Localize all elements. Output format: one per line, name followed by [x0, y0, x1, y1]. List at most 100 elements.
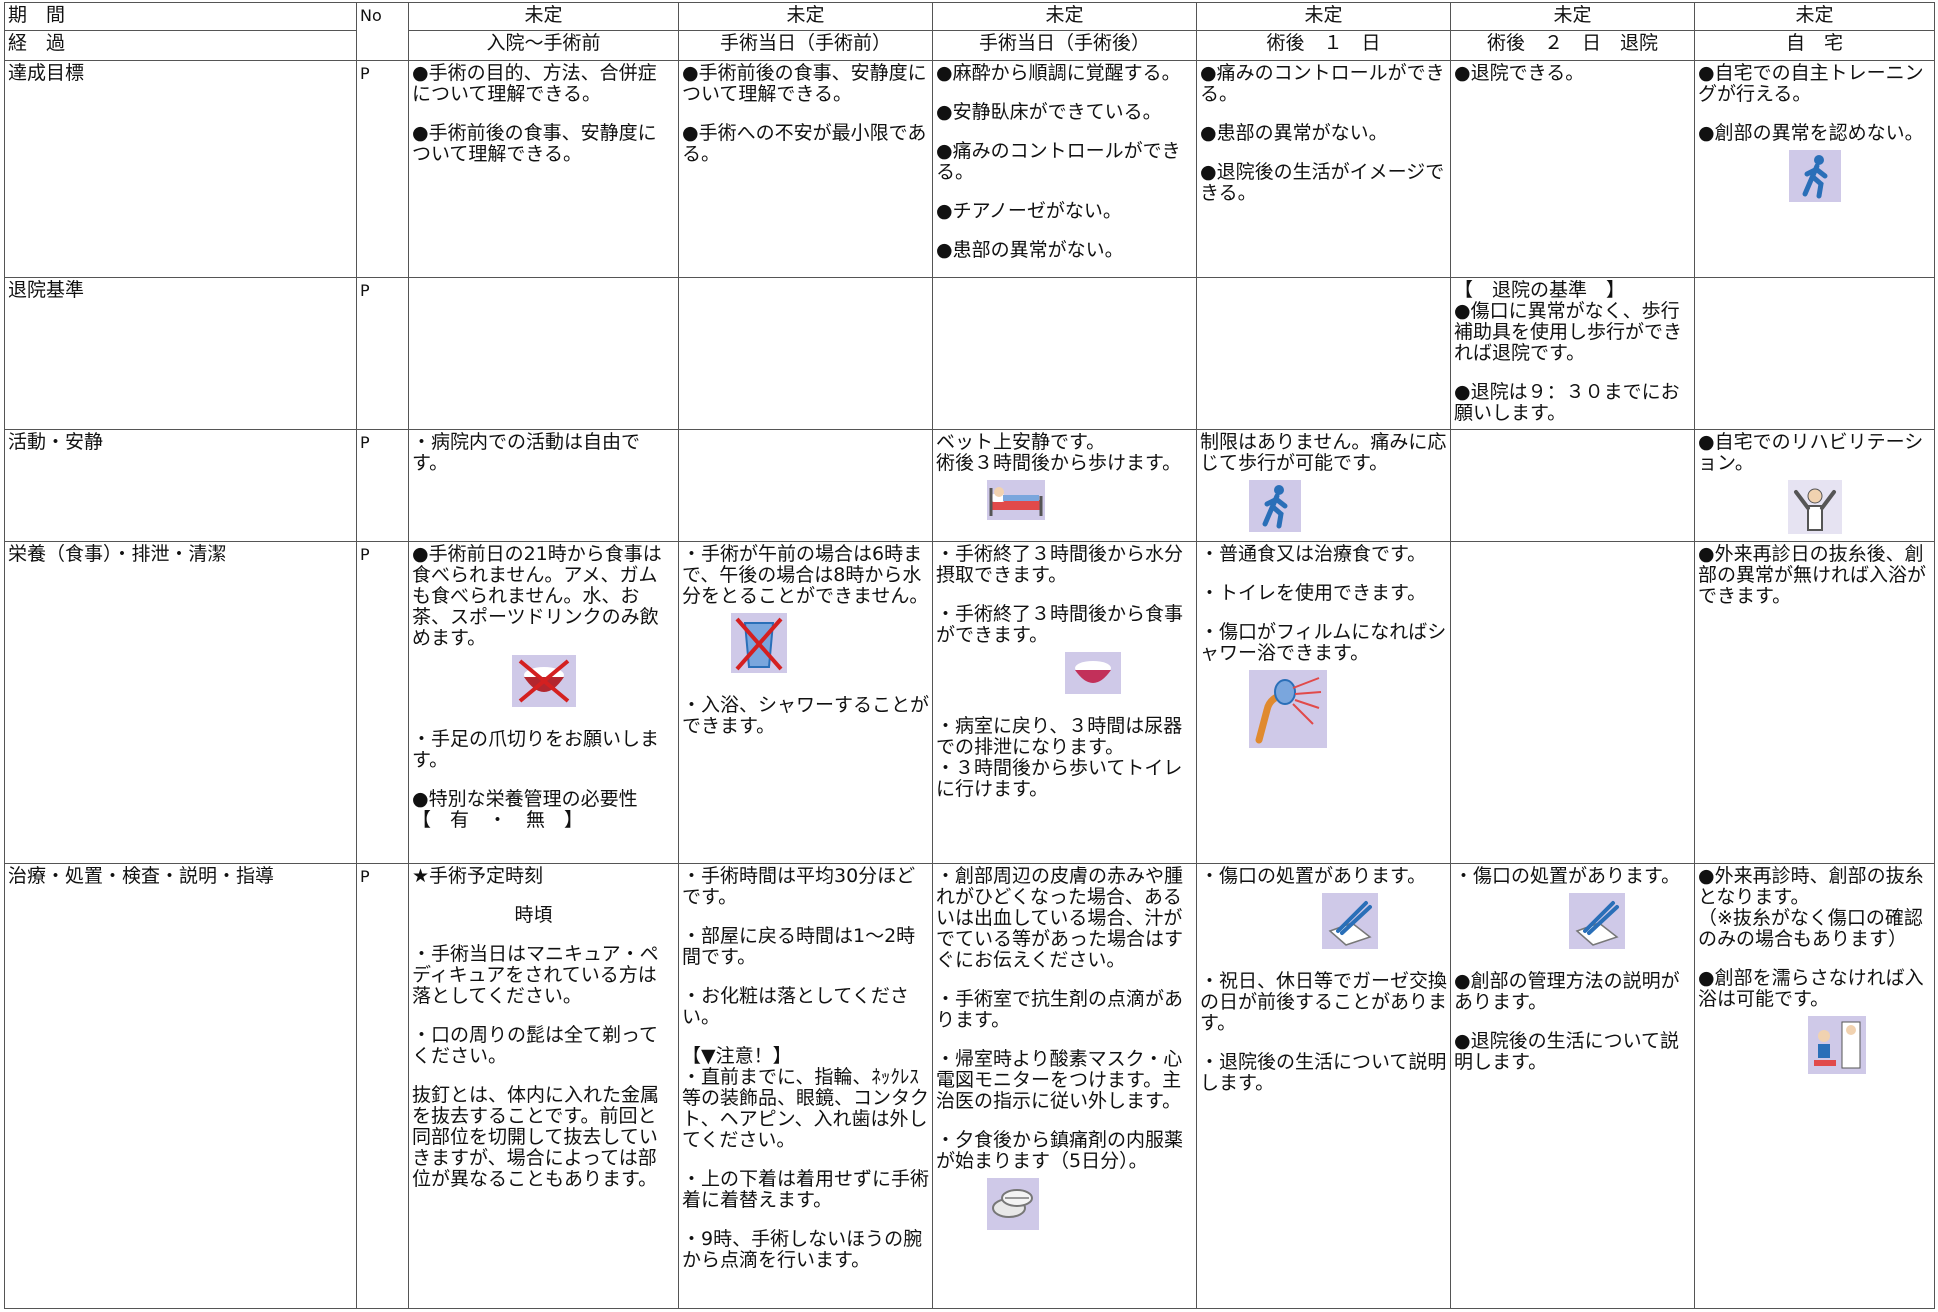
plan-item: ●退院は９：３０までにお願いします。 — [1454, 381, 1680, 424]
plan-cell: ●痛みのコントロールができる。●患部の異常がない。●退院後の生活がイメージできる… — [1196, 60, 1451, 278]
plan-cell — [932, 277, 1197, 430]
plan-item: ●手術の目的、方法、合併症について理解できる。 — [412, 62, 657, 105]
plan-item: ・手術当日はマニキュア・ペディキュアをされている方は落としてください。 — [412, 943, 659, 1007]
item-gap — [682, 1211, 929, 1229]
plan-item: 【▼注意！】 ・直前までに、指輪、ﾈｯｸﾚｽ等の装飾品、眼鏡、コンタクト、ヘアピ… — [682, 1045, 930, 1151]
plan-item: 【 退院の基準 】 ●傷口に異常がなく、歩行補助具を使用し歩行ができれば退院です… — [1454, 279, 1683, 364]
header-row-period: 期 間 No 未定 未定 未定 未定 未定 未定 — [4, 2, 1935, 61]
row-activity: 活動・安静 P ・病院内での活動は自由です。 ベット上安静です。 術後３時間後か… — [4, 429, 1935, 542]
plan-item: ベット上安静です。 術後３時間後から歩けます。 — [936, 431, 1182, 474]
plan-item: 時頃 — [514, 904, 553, 926]
row-label: 退院基準 — [4, 277, 357, 430]
plan-item: ・傷口の処置があります。 — [1200, 865, 1427, 887]
plan-cell — [1196, 277, 1451, 430]
item-gap — [1698, 105, 1931, 123]
meal-bowl-icon — [1065, 652, 1122, 694]
plan-cell: ベット上安静です。 術後３時間後から歩けます。 — [932, 429, 1197, 542]
item-gap — [1454, 1013, 1691, 1031]
wound-dressing-icon — [1321, 893, 1378, 949]
plan-item: ●手術前後の食事、安静度について理解できる。 — [682, 62, 927, 105]
no-header: No — [356, 2, 409, 61]
plan-item: ・手術室で抗生剤の点滴があります。 — [936, 988, 1184, 1031]
plan-item: ・9時、手術しないほうの腕から点滴を行います。 — [682, 1228, 923, 1271]
item-gap — [1200, 105, 1447, 123]
row-no: P — [356, 60, 409, 278]
plan-item: 制限はありません。痛みに応じて歩行が可能です。 — [1200, 431, 1447, 474]
plan-item: ・退院後の生活について説明します。 — [1200, 1051, 1447, 1094]
plan-item: ・お化粧は落としてください。 — [682, 985, 909, 1028]
plan-cell: ・病院内での活動は自由です。 — [408, 429, 679, 542]
item-gap — [682, 105, 929, 123]
plan-item: ●麻酔から順調に覚醒する。 — [936, 62, 1181, 84]
item-gap — [412, 771, 675, 789]
no-food-icon — [511, 655, 576, 707]
item-gap — [936, 698, 1193, 716]
item-gap — [936, 123, 1193, 141]
row-goals: 達成目標 P ●手術の目的、方法、合併症について理解できる。●手術前後の食事、安… — [4, 60, 1935, 278]
item-gap — [936, 586, 1193, 604]
row-label: 栄養（食事）・排泄・清潔 — [4, 541, 357, 864]
item-gap — [936, 1031, 1193, 1049]
plan-item: ・トイレを使用できます。 — [1200, 582, 1427, 604]
shower-icon — [1249, 670, 1328, 748]
plan-cell: ・手術終了３時間後から水分摂取できます。・手術終了３時間後から食事ができます。・… — [932, 541, 1197, 864]
plan-item: ●退院後の生活がイメージできる。 — [1200, 161, 1445, 204]
col-3-date: 未定 — [1196, 2, 1451, 31]
plan-item: ・祝日、休日等でガーゼ交換の日が前後することがあります。 — [1200, 970, 1448, 1034]
plan-cell: ●手術の目的、方法、合併症について理解できる。●手術前後の食事、安静度について理… — [408, 60, 679, 278]
item-gap — [936, 222, 1193, 240]
plan-cell: ●自宅での自主トレーニングが行える。 ●創部の異常を認めない。 — [1694, 60, 1935, 278]
item-gap — [412, 887, 675, 905]
plan-item: ★手術予定時刻 — [412, 865, 544, 887]
plan-item: ●退院後の生活について説明します。 — [1454, 1030, 1680, 1073]
col-1-date: 未定 — [678, 2, 933, 31]
course-label: 経 過 — [4, 30, 357, 61]
item-gap — [682, 908, 929, 926]
plan-item: ●創部を濡らさなければ入浴は可能です。 — [1698, 967, 1924, 1010]
item-gap — [1200, 604, 1447, 622]
plan-cell: ・手術が午前の場合は6時まで、午後の場合は8時から水分をとることができません。・… — [678, 541, 933, 864]
plan-cell: ●外来再診時、創部の抜糸となります。 （※抜糸がなく傷口の確認のみの場合もありま… — [1694, 863, 1935, 1309]
plan-cell: ・創部周辺の皮膚の赤みや腫れがひどくなった場合、あるいは出血している場合、汁がで… — [932, 863, 1197, 1309]
plan-item: ●外来再診日の抜糸後、創部の異常が無ければ入浴ができます。 — [1698, 543, 1927, 607]
plan-cell — [1450, 541, 1695, 864]
plan-item: ・傷口の処置があります。 — [1454, 865, 1681, 887]
col-2-date: 未定 — [932, 2, 1197, 31]
item-gap — [936, 183, 1193, 201]
plan-item: ・手足の爪切りをお願いします。 — [412, 728, 660, 771]
item-gap — [1200, 1034, 1447, 1052]
col-4-date: 未定 — [1450, 2, 1695, 31]
row-no: P — [356, 863, 409, 1309]
item-gap — [1454, 953, 1691, 971]
row-discharge-criteria: 退院基準 P 【 退院の基準 】 ●傷口に異常がなく、歩行補助具を使用し歩行がで… — [4, 277, 1935, 430]
plan-item: ●外来再診時、創部の抜糸となります。 （※抜糸がなく傷口の確認のみの場合もありま… — [1698, 865, 1924, 950]
row-nutrition: 栄養（食事）・排泄・清潔 P ●手術前日の21時から食事は食べられません。アメ、… — [4, 541, 1935, 864]
plan-item: ・帰室時より酸素マスク・心電図モニターをつけます。主治医の指示に従い外します。 — [936, 1048, 1183, 1112]
col-0-date: 未定 — [408, 2, 679, 31]
item-gap — [682, 1028, 929, 1046]
item-gap — [682, 677, 929, 695]
plan-item: ●自宅での自主トレーニングが行える。 — [1698, 62, 1924, 105]
row-no: P — [356, 541, 409, 864]
plan-item: ●痛みのコントロールができる。 — [936, 140, 1181, 183]
header-row-course: 経 過 入院～手術前 手術当日（手術前） 手術当日（手術後） 術後 １ 日 術後… — [4, 30, 1935, 61]
item-gap — [412, 1007, 675, 1025]
item-gap — [412, 1067, 675, 1085]
row-label: 達成目標 — [4, 60, 357, 278]
item-gap — [936, 1112, 1193, 1130]
plan-item: ・普通食又は治療食です。 — [1200, 543, 1427, 565]
plan-item: ●患部の異常がない。 — [936, 239, 1124, 261]
plan-cell: ●退院できる。 — [1450, 60, 1695, 278]
item-gap — [1200, 565, 1447, 583]
row-no: P — [356, 429, 409, 542]
plan-item: ●創部の管理方法の説明があります。 — [1454, 970, 1680, 1013]
item-gap — [1200, 144, 1447, 162]
plan-item: ・創部周辺の皮膚の赤みや腫れがひどくなった場合、あるいは出血している場合、汁がで… — [936, 865, 1184, 971]
plan-item: ●特別な栄養管理の必要性 【 有 ・ 無 】 — [412, 788, 638, 831]
plan-cell: ・手術時間は平均30分ほどです。・部屋に戻る時間は1～2時間です。・お化粧は落と… — [678, 863, 933, 1309]
plan-item: ●創部の異常を認めない。 — [1698, 122, 1924, 144]
row-label: 治療・処置・検査・説明・指導 — [4, 863, 357, 1309]
walking-person-icon — [1249, 480, 1302, 532]
plan-item: ●痛みのコントロールができる。 — [1200, 62, 1445, 105]
plan-item: ●退院できる。 — [1454, 62, 1585, 84]
